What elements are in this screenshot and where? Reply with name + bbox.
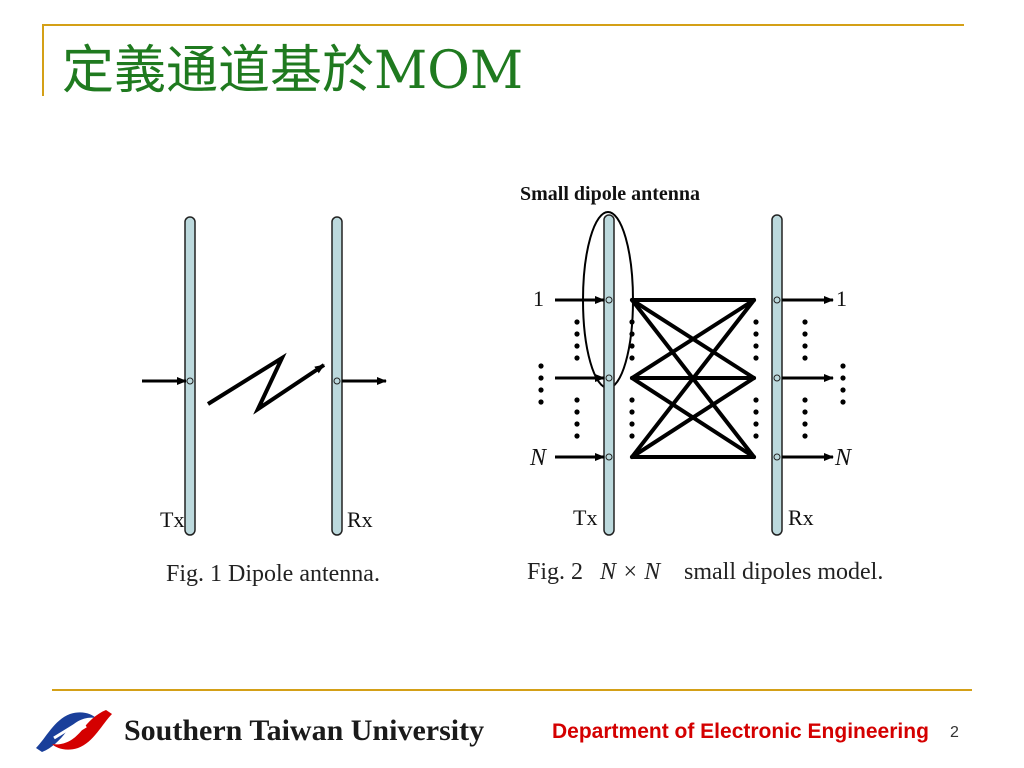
fig2-feed-points [605, 296, 781, 461]
fig2-caption-prefix: Fig. 2 [527, 559, 583, 585]
slide-title: 定義通道基於MOM [62, 41, 524, 101]
frame-left-rule [42, 24, 44, 96]
fig2-tx-feed-point [605, 374, 613, 382]
coupling-line [630, 376, 756, 459]
fig2-caption-suffix: small dipoles model. [684, 559, 883, 585]
fig2-right-bottom-label: N [834, 445, 853, 471]
logo-red-swoosh [52, 710, 112, 750]
fig1-rx-antenna [331, 216, 343, 536]
fig2-tx-label: Tx [573, 505, 597, 530]
fig2-output-arrows [782, 296, 834, 461]
fig2-input-arrows [555, 296, 605, 461]
fig2-small-dipoles-model: Small dipole antenna [520, 183, 883, 585]
fig1-caption: Fig. 1 Dipole antenna. [166, 561, 380, 587]
coupling-line [630, 298, 756, 459]
fig1-dipole-antenna: Tx Rx Fig. 1 Dipole antenna. [142, 216, 387, 587]
logo-white-stripes [53, 720, 87, 744]
fig1-tx-label: Tx [160, 507, 184, 532]
fig2-left-bottom-label: N [529, 445, 548, 471]
footer-rule [52, 689, 972, 691]
university-logo-icon [36, 710, 112, 752]
frame-top-rule [42, 24, 964, 26]
university-name: Southern Taiwan University [124, 714, 485, 747]
fig1-rx-label: Rx [347, 507, 373, 532]
department-name: Department of Electronic Engineering [552, 720, 929, 743]
slide-number: 2 [950, 724, 959, 741]
fig2-left-top-label: 1 [533, 286, 544, 311]
fig1-tx-antenna [184, 216, 196, 536]
fig1-tx-feed-point [186, 377, 194, 385]
fig1-wireless-link-arrow [206, 352, 326, 415]
fig2-ellipsis-dots [538, 319, 846, 439]
fig2-annotation: Small dipole antenna [520, 183, 700, 205]
fig2-right-top-label: 1 [836, 286, 847, 311]
fig2-tx-feed-point [605, 453, 613, 461]
logo-blue-swoosh [36, 712, 96, 752]
fig2-rx-feed-point [773, 453, 781, 461]
fig2-tx-feed-point [605, 296, 613, 304]
fig2-caption-math: N × N [599, 559, 662, 585]
fig2-rx-feed-point [773, 296, 781, 304]
antenna-diagrams: Tx Rx Fig. 1 Dipole antenna. Small dipol… [142, 183, 883, 587]
fig2-coupling-network [630, 298, 756, 459]
coupling-line [630, 298, 756, 380]
fig1-rx-feed-point [333, 377, 341, 385]
fig2-rx-feed-point [773, 374, 781, 382]
fig2-rx-label: Rx [788, 505, 814, 530]
